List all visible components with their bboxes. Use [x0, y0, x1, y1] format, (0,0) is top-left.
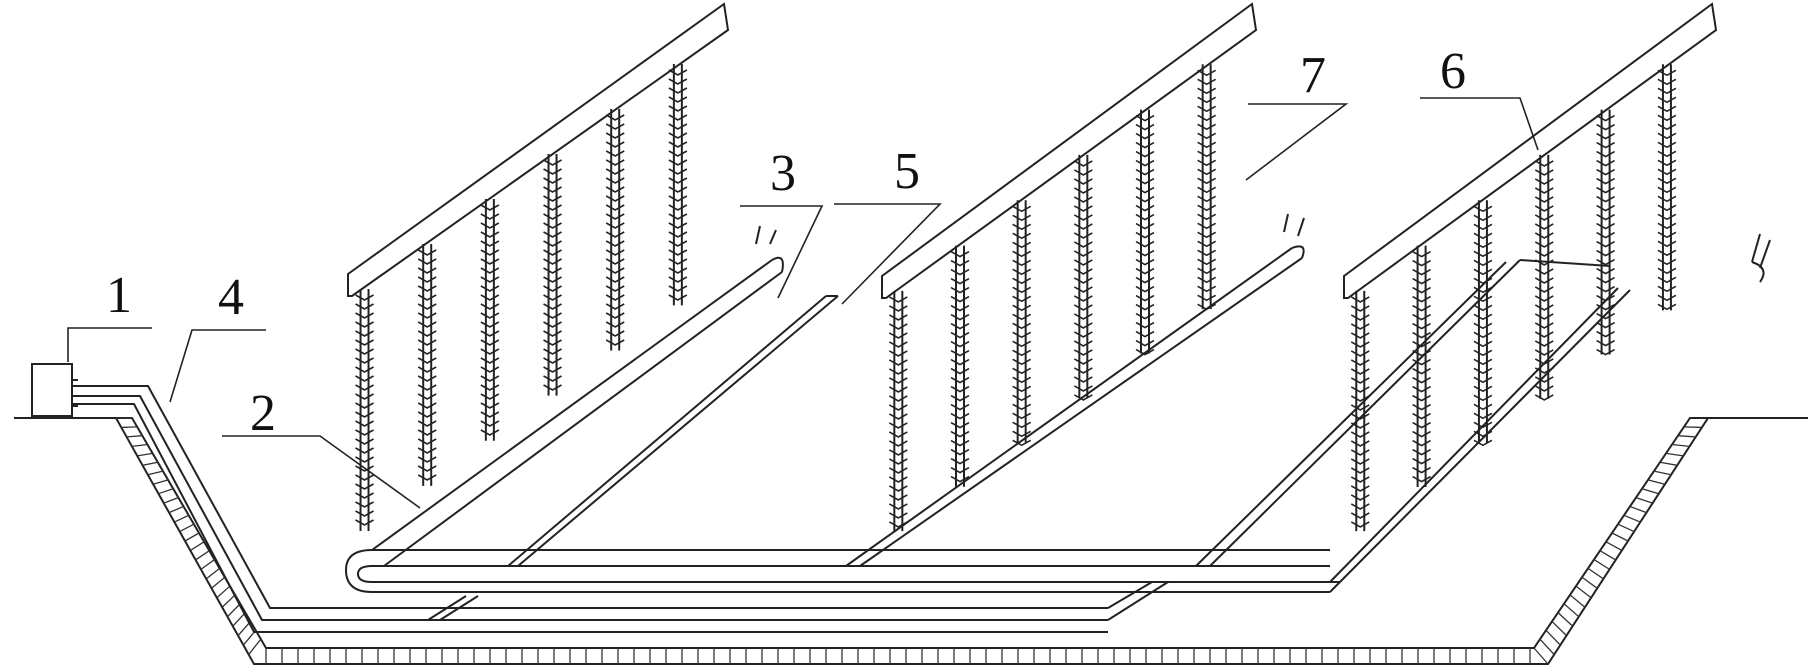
brick-joint [1551, 620, 1567, 637]
brick-joint [1683, 426, 1702, 429]
panel-top-rail [347, 2, 730, 297]
brick-joint [216, 585, 231, 599]
brick-joint [1623, 514, 1641, 523]
callout-label-6: 6 [1440, 43, 1466, 100]
brick-joint [1659, 461, 1678, 466]
radiator-panels [347, 2, 1718, 532]
brick-joint [1569, 594, 1586, 608]
brick-joint [248, 638, 262, 655]
brick-joint [1593, 558, 1610, 570]
radiator-panel-3 [1343, 2, 1718, 532]
brick-joint [147, 470, 164, 476]
brick-joint [137, 452, 153, 457]
brick-joint [1617, 523, 1635, 533]
callout-label-7: 7 [1300, 47, 1326, 104]
brick-lining [114, 417, 1710, 665]
radiator-panel-1 [347, 2, 730, 531]
callout-label-3: 3 [770, 145, 796, 202]
drain-pipes [507, 295, 839, 567]
brick-joint [221, 594, 236, 608]
callout-label-1: 1 [106, 267, 132, 324]
finned-column [1534, 154, 1554, 401]
brick-joint [142, 461, 158, 466]
brick-joint [205, 567, 221, 580]
brick-joint [126, 435, 143, 438]
brick-joint [1629, 505, 1647, 514]
brick-joint [174, 514, 189, 523]
finned-column [668, 64, 688, 306]
leader-lines [67, 97, 1539, 509]
brick-joint [1653, 470, 1672, 476]
finned-column [1350, 290, 1370, 532]
panel-top-rail [881, 2, 1258, 299]
brick-joint [189, 541, 205, 552]
brick-joint [158, 488, 174, 495]
brick-joint [1605, 541, 1623, 552]
brick-joint [1677, 435, 1696, 438]
finned-column [1473, 200, 1493, 447]
finned-column [888, 290, 908, 532]
brick-joint [179, 523, 195, 533]
brick-joint [131, 443, 148, 448]
callout-label-2: 2 [250, 385, 276, 442]
finned-column [1012, 200, 1032, 447]
finned-column [605, 109, 625, 351]
brick-joint [121, 426, 138, 429]
brick-joint [1575, 585, 1592, 599]
finned-column [950, 245, 970, 487]
brick-joint [1545, 629, 1561, 646]
brick-joint [1587, 567, 1604, 580]
brick-joint [1563, 603, 1580, 618]
brick-joint [1539, 638, 1555, 655]
brick-joint [1611, 532, 1629, 542]
finned-column [1197, 64, 1217, 311]
brick-joint [200, 559, 215, 570]
finned-column [1657, 64, 1677, 311]
brick-joint [226, 603, 241, 618]
finned-column [417, 244, 437, 486]
brick-hatch [116, 417, 1702, 665]
finned-column [1596, 109, 1615, 356]
finned-column [1412, 245, 1431, 488]
callout-label-4: 4 [218, 269, 244, 326]
brick-joint [1671, 443, 1690, 448]
brick-joint [1665, 452, 1684, 457]
supply-pipe [72, 385, 1169, 633]
brick-joint [1647, 479, 1666, 485]
panel-top-rail [1343, 2, 1718, 299]
brick-joint [211, 576, 226, 589]
finned-column [1135, 109, 1155, 356]
brick-joint [232, 612, 246, 627]
brick-joint [184, 532, 200, 542]
trench [114, 417, 1710, 665]
bottom-manifold [344, 259, 1631, 593]
brick-joint [1581, 576, 1598, 589]
brick-joint [1599, 550, 1617, 561]
finned-column [543, 154, 562, 396]
pump-unit [31, 363, 78, 417]
header-pipes [371, 213, 1771, 567]
brick-joint [237, 621, 252, 637]
brick-joint [168, 505, 184, 514]
brick-joint [163, 497, 179, 504]
brick-joint [1635, 496, 1653, 504]
finned-column [480, 199, 500, 441]
brick-joint [195, 550, 210, 561]
brick-joint [1533, 647, 1549, 665]
brick-joint [1641, 488, 1659, 495]
brick-joint [1557, 612, 1574, 627]
callout-label-5: 5 [894, 143, 920, 200]
brick-joint [152, 479, 169, 485]
finned-column [355, 289, 374, 531]
finned-column [1073, 154, 1093, 401]
radiator-panel-2 [881, 2, 1258, 532]
